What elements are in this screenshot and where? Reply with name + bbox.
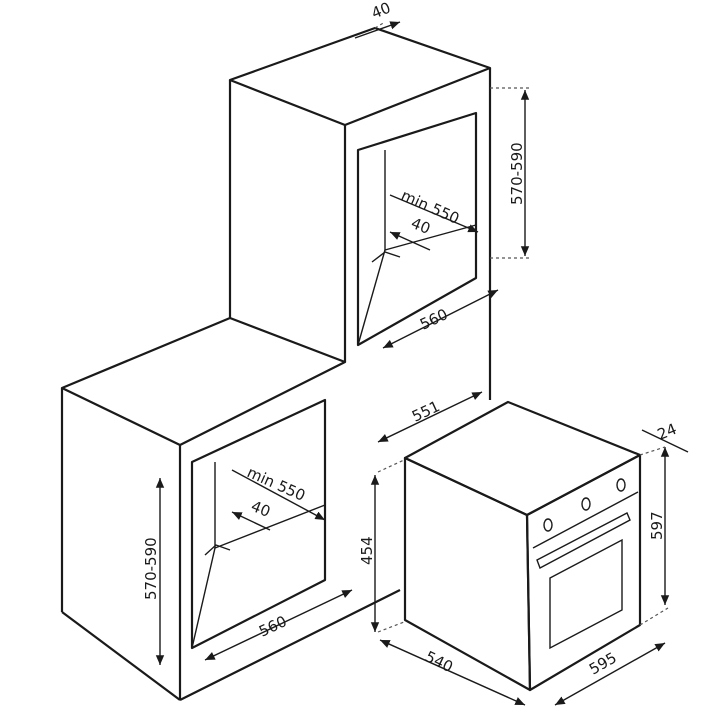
oven-knob-icon	[543, 518, 553, 532]
dim-tall-niche-gap: 40	[409, 214, 433, 238]
dim-tall-niche-height: 570-590	[508, 142, 526, 205]
oven-knob-icon	[616, 478, 626, 492]
tall-cabinet	[228, 26, 492, 400]
oven-knob-icon	[581, 497, 591, 511]
oven	[403, 400, 642, 692]
dimension-lines	[155, 21, 689, 706]
dim-oven-depth: 551	[409, 397, 443, 425]
dim-oven-height: 597	[648, 511, 666, 540]
dim-oven-body-height: 454	[358, 536, 376, 565]
dim-low-niche-height: 570-590	[142, 537, 160, 600]
base-cabinet	[60, 316, 401, 701]
dim-low-niche-gap: 40	[249, 497, 273, 521]
dim-tall-top-depth: 40	[369, 0, 393, 22]
dim-low-niche-width: 560	[256, 612, 290, 640]
dim-oven-panel-thickness: 24	[655, 420, 679, 444]
